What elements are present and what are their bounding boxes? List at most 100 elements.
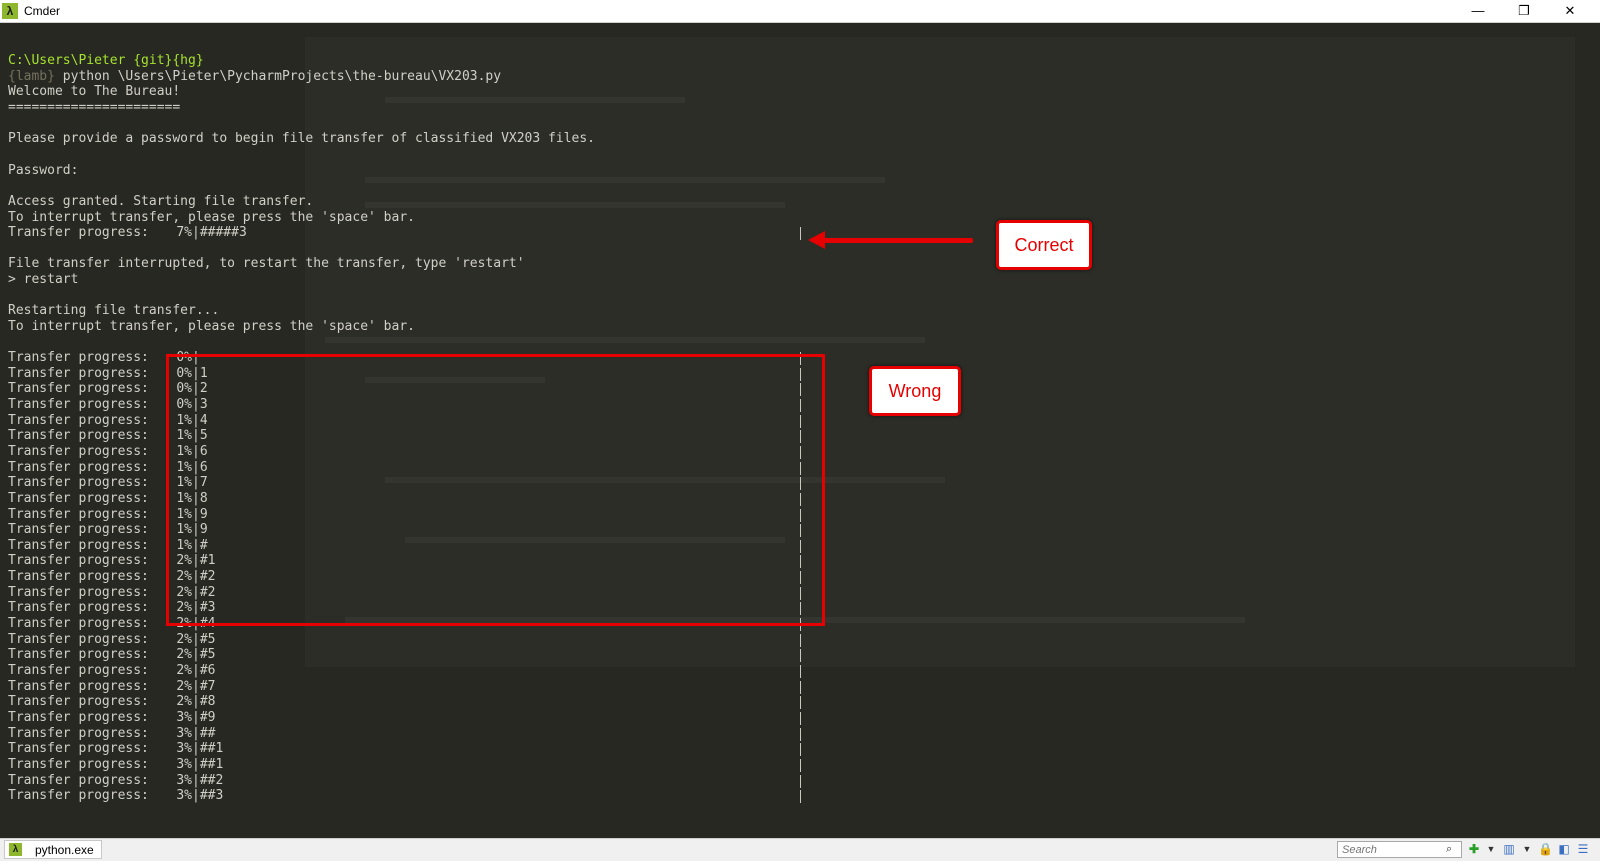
progress-percent: 1% <box>176 522 192 537</box>
progress-label: Transfer progress: <box>8 413 149 428</box>
progress-label: Transfer progress: <box>8 773 149 788</box>
search-icon[interactable]: ⌕ <box>1446 843 1453 855</box>
split-view-icon[interactable]: ◧ <box>1558 842 1570 856</box>
access-granted-text: Access granted. Starting file transfer. <box>8 194 314 209</box>
progress-bar-text: |8 <box>192 491 208 506</box>
command-text: python \Users\Pieter\PycharmProjects\the… <box>54 69 502 84</box>
minimize-button[interactable]: — <box>1471 3 1485 18</box>
progress-label: Transfer progress: <box>8 663 149 678</box>
progress-right-edge <box>800 352 801 365</box>
progress-label: Transfer progress: <box>8 491 149 506</box>
cwd-path: C:\Users\Pieter {git}{hg} <box>8 53 204 68</box>
search-input[interactable] <box>1340 842 1444 857</box>
progress-right-edge <box>800 712 801 725</box>
progress-label: Transfer progress: <box>8 350 149 365</box>
dropdown-icon[interactable]: ▼ <box>1486 844 1496 854</box>
progress-label: Transfer progress: <box>8 757 149 772</box>
progress-percent: 2% <box>176 679 192 694</box>
progress-row: Transfer progress:1%|6 <box>8 460 808 476</box>
progress-percent: 3% <box>176 710 192 725</box>
progress-bar-text: | <box>192 350 200 365</box>
password-prompt: Password: <box>8 163 79 178</box>
progress-bar-text: |4 <box>192 413 208 428</box>
progress-right-edge <box>800 462 801 475</box>
restore-button[interactable]: ❐ <box>1518 3 1530 18</box>
progress-percent: 3% <box>176 741 192 756</box>
progress-bar-text: |5 <box>192 428 208 443</box>
progress-bar-text: |#3 <box>192 600 216 615</box>
progress-label: Transfer progress: <box>8 538 149 553</box>
console-tab-python[interactable]: λ python.exe <box>4 840 102 859</box>
command-line: {lamb} python \Users\Pieter\PycharmProje… <box>8 69 501 85</box>
progress-row: Transfer progress:3%|## <box>8 726 808 742</box>
console-tab-label: python.exe <box>35 843 94 857</box>
progress-right-edge <box>800 759 801 772</box>
progress-label: Transfer progress: <box>8 616 149 631</box>
first-progress-line: Transfer progress: 7% |#####3 <box>8 225 808 241</box>
progress-bar-text: |3 <box>192 397 208 412</box>
progress-right-edge <box>800 509 801 522</box>
progress-row: Transfer progress:1%|5 <box>8 428 808 444</box>
status-bar: λ python.exe ⌕ ✚ ▼ ▥ ▼ 🔒 ◧ ☰ <box>0 838 1600 861</box>
progress-label: Transfer progress: <box>8 428 149 443</box>
progress-percent: 0% <box>176 350 192 365</box>
separator-text: ====================== <box>8 100 181 115</box>
progress-bar-text: |#2 <box>192 569 216 584</box>
progress-label: Transfer progress: <box>8 694 149 709</box>
progress-row: Transfer progress:2%|#2 <box>8 569 808 585</box>
progress-label: Transfer progress: <box>8 726 149 741</box>
progress-bar-text: |##2 <box>192 773 224 788</box>
progress-bar-text: |#2 <box>192 585 216 600</box>
progress-percent: 2% <box>176 632 192 647</box>
progress-row: Transfer progress:1%|4 <box>8 413 808 429</box>
welcome-text: Welcome to The Bureau! <box>8 84 181 99</box>
progress-right-edge <box>800 446 801 459</box>
wrong-highlight-box <box>166 354 825 626</box>
progress-right-edge <box>800 399 801 412</box>
arrow-left-icon <box>808 231 825 249</box>
progress-label: Transfer progress: <box>8 788 149 803</box>
lock-icon[interactable]: 🔒 <box>1538 842 1553 856</box>
progress-right-edge <box>800 415 801 428</box>
terminal-output[interactable]: C:\Users\Pieter {git}{hg} {lamb} python … <box>0 23 1600 838</box>
progress-label: Transfer progress: <box>8 647 149 662</box>
progress-label: Transfer progress: <box>8 741 149 756</box>
layout-icon[interactable]: ▥ <box>1503 842 1515 856</box>
progress-percent: 2% <box>176 553 192 568</box>
search-box[interactable]: ⌕ <box>1337 841 1462 858</box>
progress-bar-text: |#####3 <box>192 225 247 240</box>
progress-row: Transfer progress:1%|6 <box>8 444 808 460</box>
progress-bar-text: |#9 <box>192 710 216 725</box>
restart-input-text: > restart <box>8 272 79 287</box>
progress-right-edge <box>800 430 801 443</box>
progress-bar-text: |## <box>192 726 216 741</box>
progress-bar-text: |2 <box>192 381 208 396</box>
window-title: Cmder <box>24 4 61 18</box>
progress-percent: 1% <box>176 491 192 506</box>
interrupt-hint-text: To interrupt transfer, please press the … <box>8 210 415 225</box>
add-console-icon[interactable]: ✚ <box>1468 842 1480 856</box>
progress-label: Transfer progress: <box>8 507 149 522</box>
progress-percent: 1% <box>176 444 192 459</box>
progress-right-edge <box>800 665 801 678</box>
progress-percent: 1% <box>176 475 192 490</box>
progress-right-edge <box>800 649 801 662</box>
progress-row: Transfer progress: 0%| <box>8 350 808 366</box>
progress-row: Transfer progress:2%|#5 <box>8 632 808 648</box>
progress-bar-text: |#8 <box>192 694 216 709</box>
progress-label: Transfer progress: <box>8 585 149 600</box>
progress-percent: 2% <box>176 663 192 678</box>
progress-percent: 2% <box>176 585 192 600</box>
progress-label: Transfer progress: <box>8 710 149 725</box>
progress-label: Transfer progress: <box>8 600 149 615</box>
menu-icon[interactable]: ☰ <box>1577 842 1589 856</box>
arrow-shaft <box>820 238 973 243</box>
progress-bar-text: |#1 <box>192 553 216 568</box>
dropdown-icon[interactable]: ▼ <box>1522 844 1532 854</box>
progress-right-edge <box>800 477 801 490</box>
close-button[interactable]: ✕ <box>1564 3 1576 18</box>
progress-bar-text: |#5 <box>192 647 216 662</box>
progress-row: Transfer progress:2%|#6 <box>8 663 808 679</box>
progress-right-edge <box>800 728 801 741</box>
progress-row: Transfer progress:2%|#7 <box>8 679 808 695</box>
